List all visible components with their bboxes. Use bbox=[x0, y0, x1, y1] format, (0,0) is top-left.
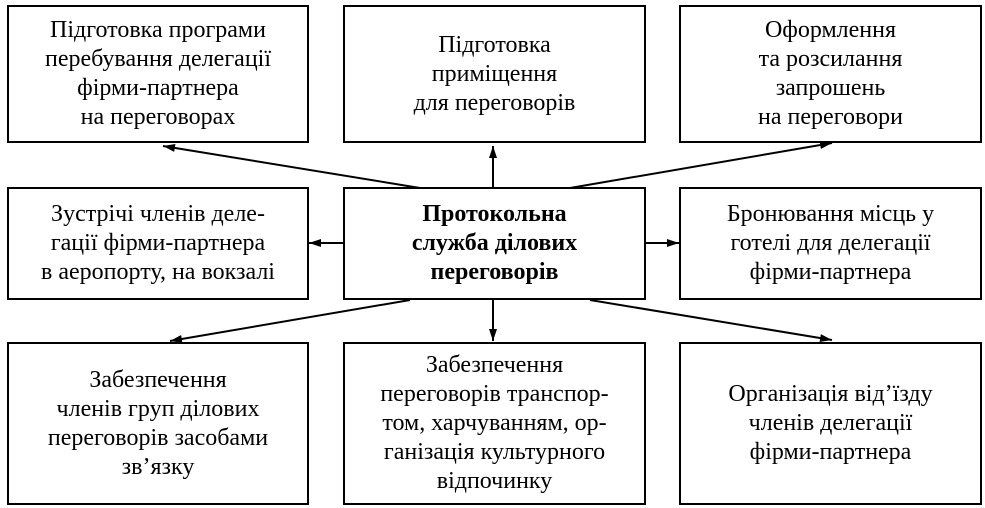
box-middle-left: Зустрічі членів деле- гації фірми-партне… bbox=[7, 187, 309, 300]
box-middle-right: Бронювання місць у готелі для делегації … bbox=[679, 187, 982, 300]
arrow-to-top-left bbox=[162, 143, 421, 189]
box-top-left-label: Підготовка програми перебування делегаці… bbox=[44, 17, 271, 130]
arrow-to-bottom-right bbox=[589, 299, 833, 342]
box-bottom-left-label: Забезпечення членів груп ділових перегов… bbox=[47, 366, 269, 480]
box-center: Протокольна служба ділових переговорів bbox=[343, 187, 646, 300]
box-middle-left-label: Зустрічі членів деле- гації фірми-партне… bbox=[41, 201, 275, 285]
box-top-right: Оформлення та розсилання запрошень на пе… bbox=[679, 5, 982, 143]
box-top-middle-label: Підготовка приміщення для переговорів bbox=[413, 31, 576, 116]
box-bottom-right-label: Організація від’їзду членів делегації фі… bbox=[728, 381, 933, 465]
box-bottom-middle: Забезпечення переговорів транспор- том, … bbox=[343, 342, 646, 505]
box-bottom-middle-label: Забезпечення переговорів транспор- том, … bbox=[380, 352, 609, 494]
box-center-label: Протокольна служба ділових переговорів bbox=[411, 201, 578, 285]
box-bottom-left: Забезпечення членів груп ділових перегов… bbox=[7, 342, 309, 505]
box-middle-right-label: Бронювання місць у готелі для делегації … bbox=[726, 201, 935, 285]
arrow-to-top-right bbox=[569, 141, 833, 189]
box-top-right-label: Оформлення та розсилання запрошень на пе… bbox=[758, 17, 903, 130]
box-top-left: Підготовка програми перебування делегаці… bbox=[7, 5, 309, 143]
box-bottom-right: Організація від’їзду членів делегації фі… bbox=[679, 342, 982, 505]
arrow-to-bottom-left bbox=[169, 299, 411, 343]
box-top-middle: Підготовка приміщення для переговорів bbox=[343, 5, 646, 143]
